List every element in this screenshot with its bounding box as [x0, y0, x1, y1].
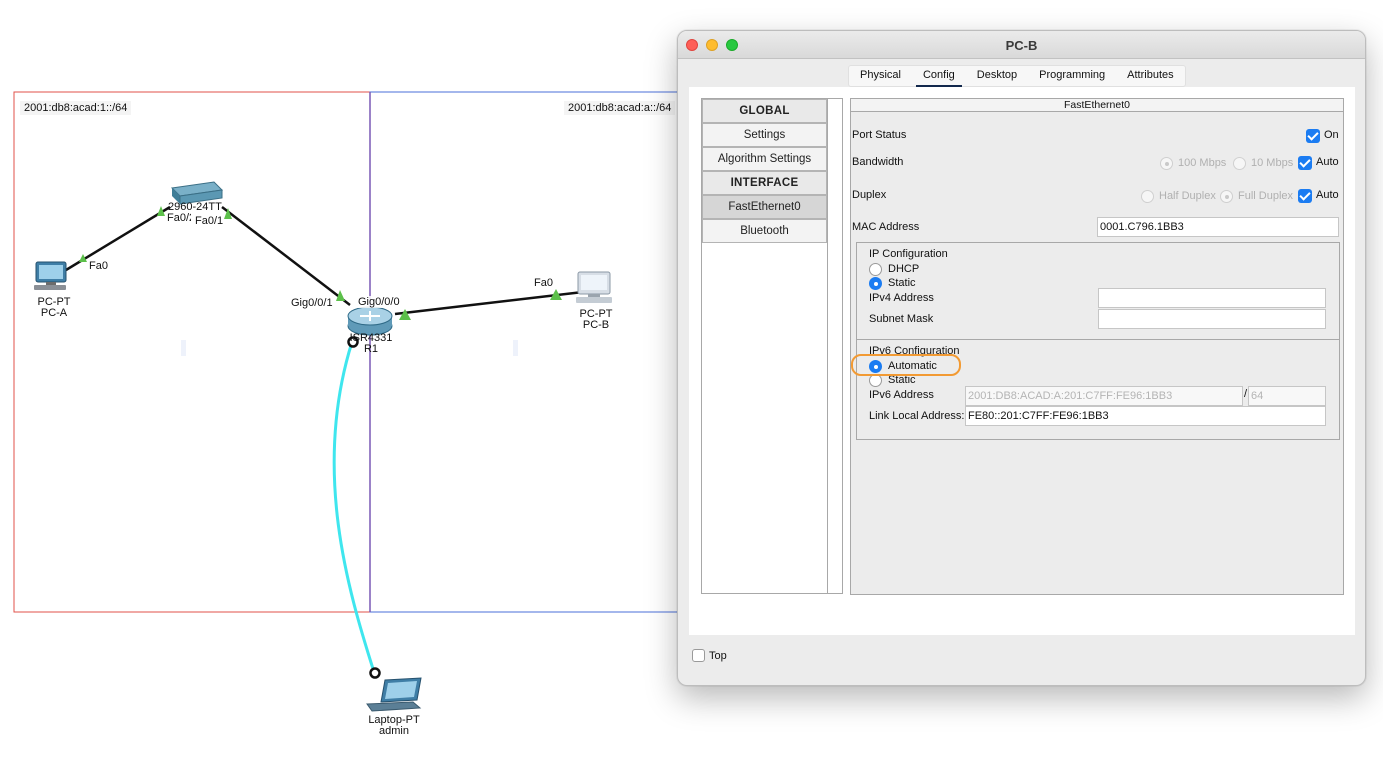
sidebar-header-global: GLOBAL — [702, 99, 827, 123]
mac-address-field[interactable]: 0001.C796.1BB3 — [1097, 217, 1339, 237]
ipv6-address-field[interactable]: 2001:DB8:ACAD:A:201:C7FF:FE96:1BB3 — [965, 386, 1243, 406]
port-status-on-label: On — [1324, 129, 1339, 141]
ipv6-configuration-group: IPv6 Configuration Automatic Static IPv6… — [856, 339, 1340, 440]
pc-b-type: PC-PT — [579, 308, 613, 320]
port-status-label: Port Status — [852, 129, 907, 141]
link-router-pcb — [394, 290, 584, 316]
pc-b-icon — [576, 271, 612, 303]
right-network-area — [369, 91, 691, 613]
console-cable — [332, 341, 376, 673]
subnet-mask-label: Subnet Mask — [869, 313, 934, 325]
dhcp-radio[interactable] — [869, 263, 882, 276]
tab-config[interactable]: Config — [912, 66, 966, 88]
bandwidth-100-label: 100 Mbps — [1178, 157, 1227, 169]
duplex-auto-label: Auto — [1316, 189, 1339, 201]
sidebar-header-interface: INTERFACE — [702, 171, 827, 195]
router-label[interactable]: ISR4331 R1 — [346, 333, 396, 355]
ipv4-address-label: IPv4 Address — [869, 292, 934, 304]
top-label: Top — [709, 650, 727, 662]
laptop-type: Laptop-PT — [368, 714, 420, 726]
duplex-label: Duplex — [852, 189, 887, 201]
top-checkbox[interactable] — [692, 649, 705, 662]
bandwidth-10-radio[interactable] — [1233, 157, 1246, 170]
sidebar-item-fastethernet0[interactable]: FastEthernet0 — [702, 195, 827, 219]
left-network-area — [13, 91, 371, 613]
interface-config: FastEthernet0 Port Status On Bandwidth 1… — [850, 98, 1344, 595]
half-duplex-label: Half Duplex — [1159, 190, 1216, 202]
static-ip-radio[interactable] — [869, 277, 882, 290]
ip-configuration-group: IP Configuration DHCP Static IPv4 Addres… — [856, 242, 1340, 340]
bandwidth-auto-checkbox[interactable] — [1298, 156, 1312, 170]
ipv4-address-field[interactable] — [1098, 288, 1326, 308]
mac-address-label: MAC Address — [852, 221, 920, 233]
switch-fa01-label: Fa0/1 — [195, 215, 224, 227]
link-switch-router — [221, 206, 351, 306]
zoom-button[interactable] — [726, 39, 738, 51]
dhcp-label: DHCP — [888, 263, 920, 275]
pc-b-name: PC-B — [582, 319, 610, 331]
subnet-mask-field[interactable] — [1098, 309, 1326, 329]
ipv6-prefix-separator: / — [1244, 388, 1248, 400]
half-duplex-radio[interactable] — [1141, 190, 1154, 203]
config-sidebar: GLOBAL Settings Algorithm Settings INTER… — [701, 98, 843, 594]
pc-b-port-label: Fa0 — [534, 277, 553, 289]
switch-icon — [170, 181, 224, 205]
left-network-label: 2001:db8:acad:1::/64 — [20, 101, 132, 115]
duplex-auto-checkbox[interactable] — [1298, 189, 1312, 203]
ipv6-automatic-label: Automatic — [888, 360, 937, 372]
ipv6-automatic-radio[interactable] — [869, 360, 882, 373]
ipv6-static-label: Static — [888, 374, 916, 386]
sidebar-item-settings[interactable]: Settings — [702, 123, 827, 147]
pc-b-label[interactable]: PC-PT PC-B — [572, 309, 620, 331]
tab-desktop[interactable]: Desktop — [976, 69, 1018, 81]
pc-a-label[interactable]: PC-PT PC-A — [28, 297, 80, 319]
link-local-address-field[interactable]: FE80::201:C7FF:FE96:1BB3 — [965, 406, 1326, 426]
sidebar-item-algorithm-settings[interactable]: Algorithm Settings — [702, 147, 827, 171]
laptop-name: admin — [379, 725, 409, 737]
switch-fa02-label: Fa0/2 — [167, 212, 191, 224]
laptop-icon — [366, 677, 422, 712]
bandwidth-100-radio[interactable] — [1160, 157, 1173, 170]
switch-label[interactable]: 2960-24TT — [168, 201, 222, 213]
static-ip-label: Static — [888, 277, 916, 289]
automatic-highlight-annotation — [851, 354, 961, 376]
interface-title: FastEthernet0 — [851, 99, 1343, 112]
full-duplex-radio[interactable] — [1220, 190, 1233, 203]
pc-a-name: PC-A — [40, 307, 68, 319]
tab-physical[interactable]: Physical — [860, 69, 901, 81]
router-gig000-label: Gig0/0/0 — [358, 296, 400, 308]
router-gig001-label: Gig0/0/1 — [291, 297, 333, 309]
bandwidth-label: Bandwidth — [852, 156, 904, 168]
port-status-checkbox[interactable] — [1306, 129, 1320, 143]
config-panel: GLOBAL Settings Algorithm Settings INTER… — [689, 87, 1355, 635]
laptop-label[interactable]: Laptop-PT admin — [364, 715, 424, 737]
right-network-label: 2001:db8:acad:a::/64 — [564, 101, 676, 115]
tab-programming[interactable]: Programming — [1039, 69, 1106, 81]
link-local-address-label: Link Local Address: — [869, 410, 965, 422]
window-title: PC-B — [1005, 38, 1038, 53]
ip-configuration-title: IP Configuration — [869, 248, 948, 260]
router-icon — [347, 306, 393, 336]
pc-a-port-label: Fa0 — [89, 260, 108, 272]
router-name: R1 — [363, 343, 379, 355]
window-titlebar[interactable]: PC-B — [678, 31, 1365, 59]
full-duplex-label: Full Duplex — [1238, 190, 1294, 202]
pc-b-window: PC-B Physical Config Desktop Programming… — [677, 30, 1366, 686]
ipv6-address-label: IPv6 Address — [869, 389, 934, 401]
sidebar-item-bluetooth[interactable]: Bluetooth — [702, 219, 827, 243]
router-type: ISR4331 — [349, 332, 393, 344]
minimize-button[interactable] — [706, 39, 718, 51]
pc-a-icon — [34, 261, 67, 290]
bandwidth-10-label: 10 Mbps — [1251, 157, 1294, 169]
tab-attributes[interactable]: Attributes — [1127, 69, 1174, 81]
bandwidth-auto-label: Auto — [1316, 156, 1339, 168]
ipv6-prefix-field[interactable]: 64 — [1248, 386, 1326, 406]
close-button[interactable] — [686, 39, 698, 51]
tab-bar: Physical Config Desktop Programming Attr… — [848, 65, 1186, 88]
pc-a-type: PC-PT — [37, 296, 71, 308]
